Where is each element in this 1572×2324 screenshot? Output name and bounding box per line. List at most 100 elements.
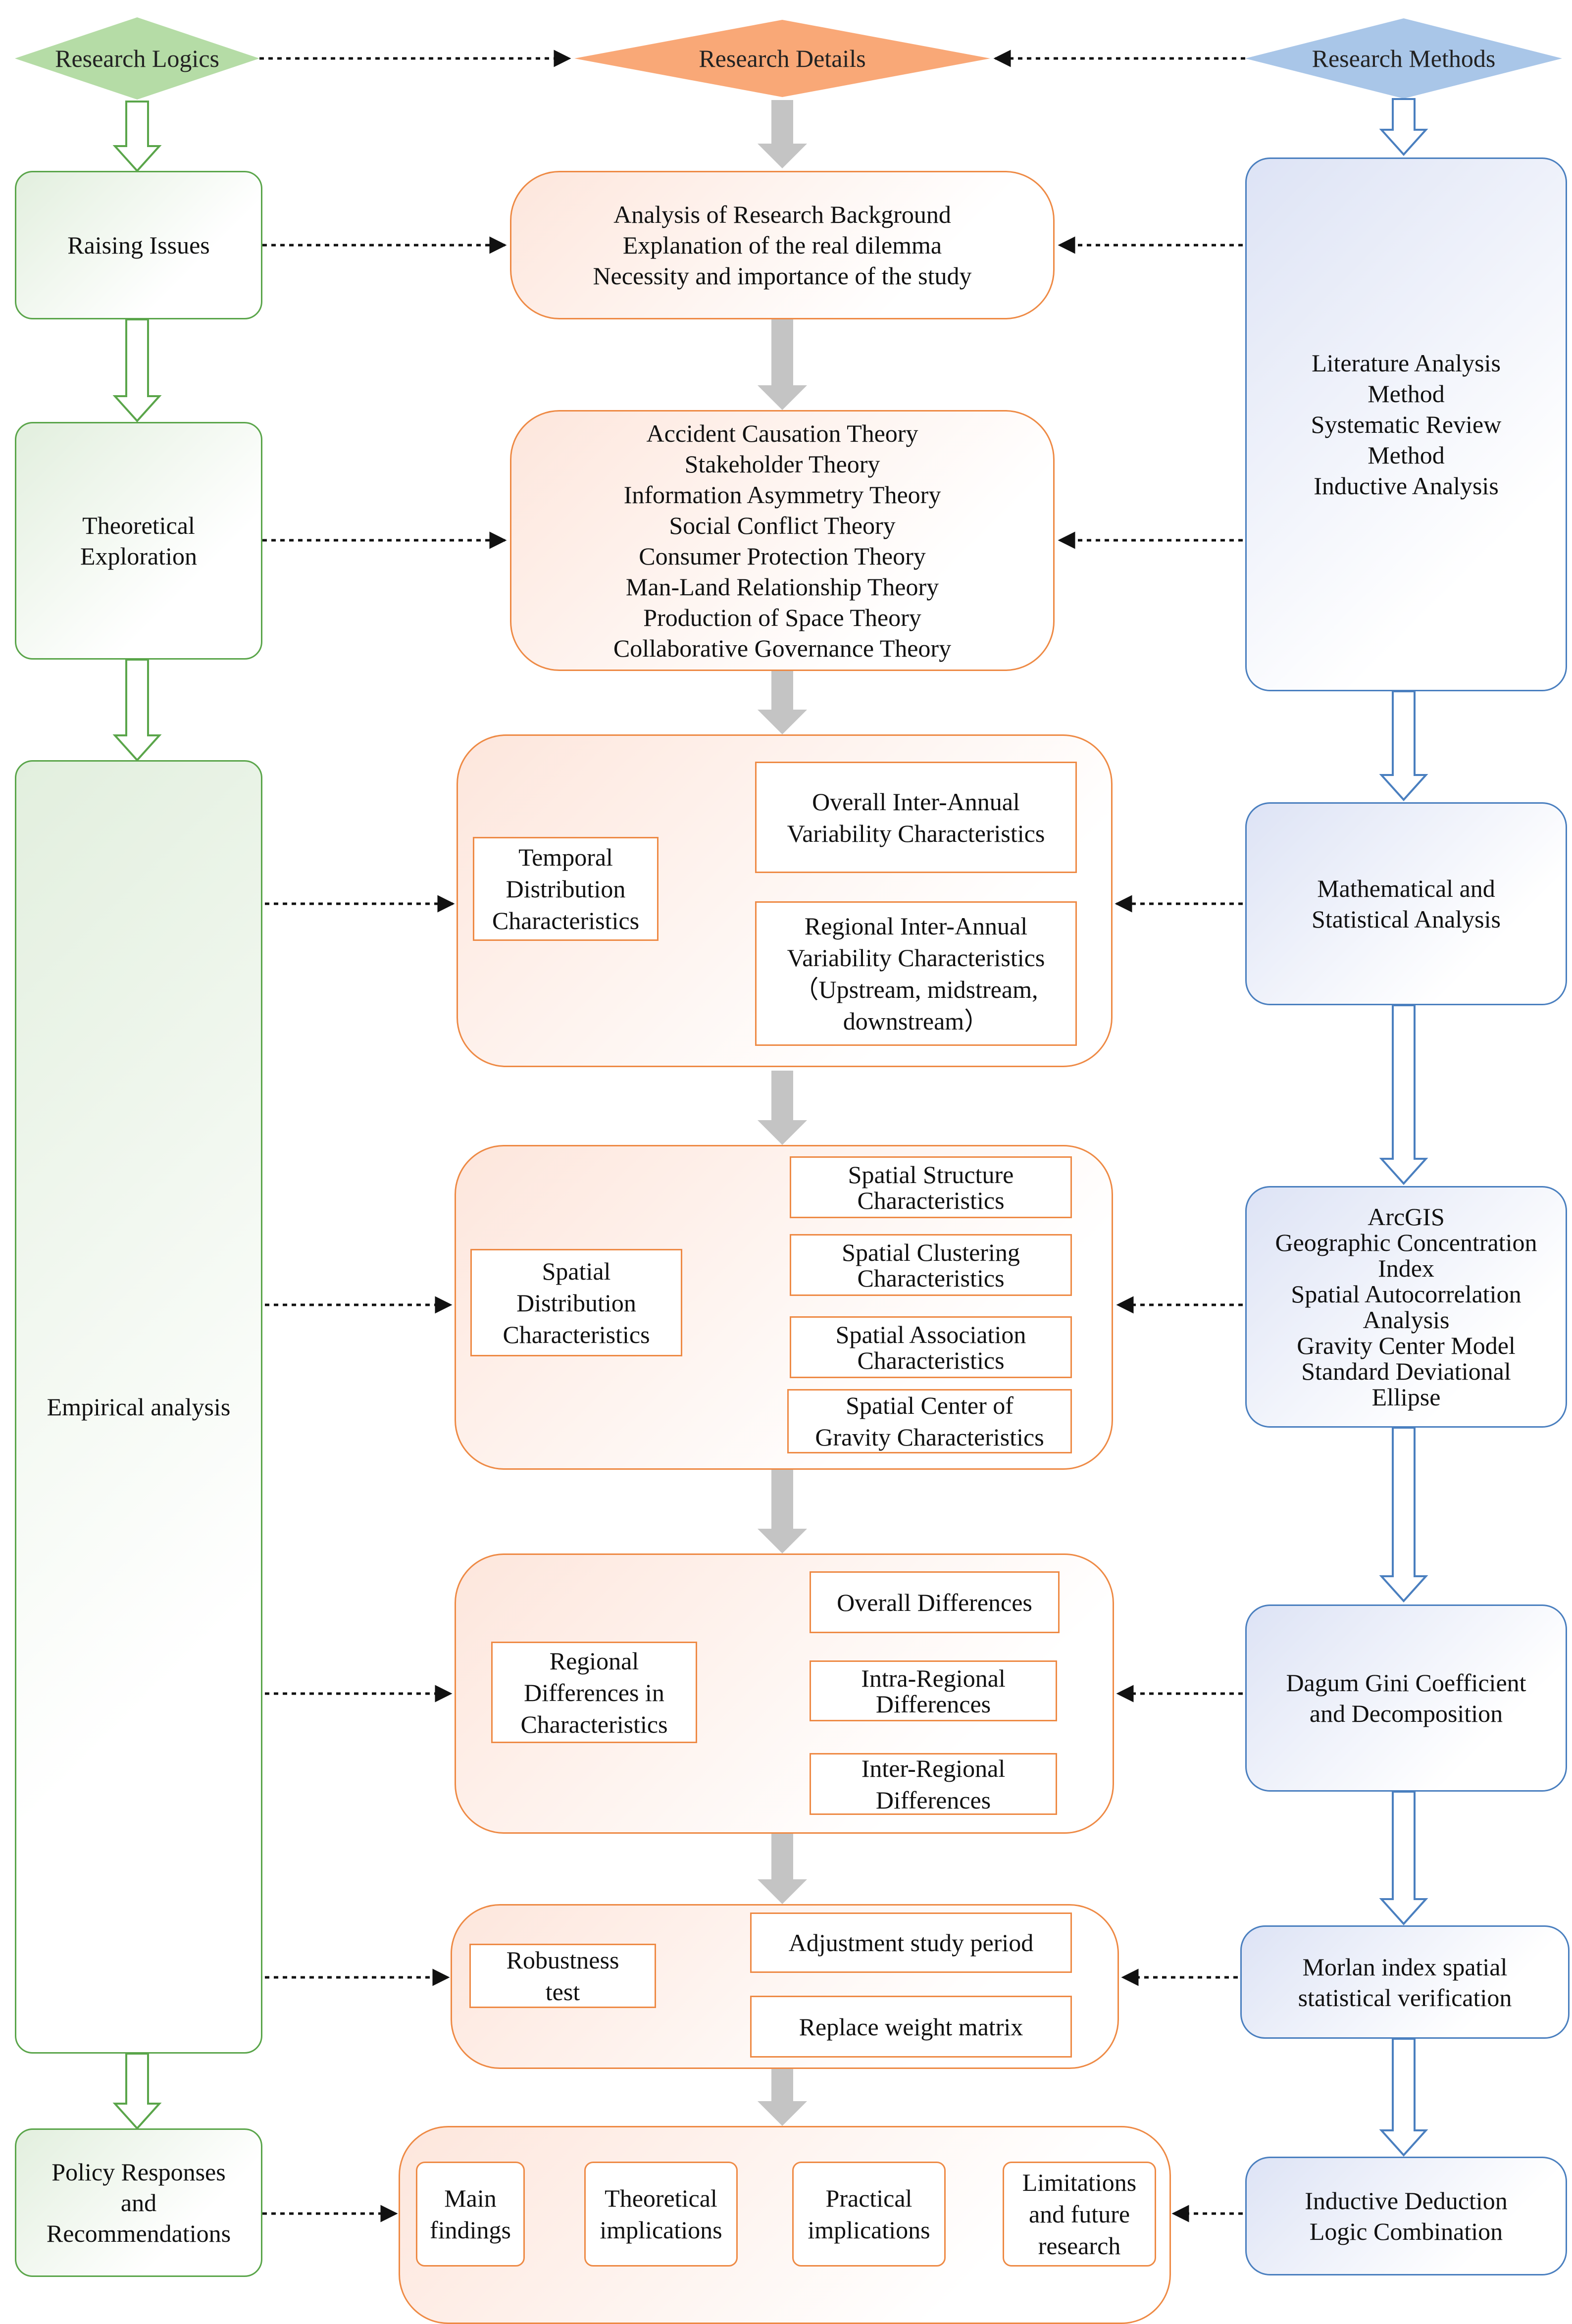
theory-item: Accident Causation Theory [646,419,918,447]
literature-method-line: Inductive Analysis [1314,472,1499,500]
theory-item: Man-Land Relationship Theory [625,572,939,601]
intra-regional-box: Intra-Regional Differences [810,1660,1057,1721]
regional-label-line: Characteristics [520,1710,668,1738]
blue-flow-arrow [1379,1427,1428,1602]
spatial-gravity-box: Spatial Center of Gravity Characteristic… [787,1389,1072,1453]
blue-flow-arrow [1379,1004,1428,1185]
theories-box: Accident Causation Theory Stakeholder Th… [510,410,1055,671]
robustness-test-box: Robustness test [469,1944,656,2008]
temporal-label-line: Temporal [518,843,613,871]
policy-responses-box: Policy Responses and Recommendations [15,2128,262,2277]
raising-issues-label: Raising Issues [67,231,210,259]
overall-differences-box: Overall Differences [810,1571,1060,1633]
logics-diamond [15,17,259,100]
arcgis-method-line: Spatial Autocorrelation [1291,1280,1521,1308]
spatial-clustering-line: Spatial Clustering [842,1238,1020,1266]
overall-inter-annual-line: Variability Characteristics [787,819,1045,847]
arcgis-method-line: Standard Deviational [1301,1357,1511,1385]
morlan-index-box: Morlan index spatial statistical verific… [1240,1925,1570,2039]
gray-flow-arrow [758,671,807,734]
green-flow-arrow [112,659,162,762]
literature-method-line: Method [1368,441,1445,469]
inductive-deduction-box: Inductive Deduction Logic Combination [1245,2157,1567,2275]
details-diamond [574,20,990,97]
research-background-box: Analysis of Research Background Explanat… [510,171,1055,319]
regional-inter-annual-line: Variability Characteristics [787,944,1045,972]
limitations-line: research [1038,2232,1121,2260]
theoretical-exploration-box: Theoretical Exploration [15,422,262,660]
literature-analysis-box: Literature Analysis Method Systematic Re… [1245,157,1567,691]
green-flow-arrow [112,101,162,172]
theoretical-implications-line: Theoretical [605,2184,717,2212]
robustness-label-line: test [545,1978,580,2006]
inductive-method-line: Logic Combination [1309,2218,1503,2245]
methods-diamond [1245,18,1562,99]
overall-differences-line: Overall Differences [837,1588,1032,1616]
temporal-distribution-box: Temporal Distribution Characteristics [473,837,659,941]
theory-item: Consumer Protection Theory [639,542,926,570]
green-flow-arrow [112,2053,162,2130]
spatial-structure-box: Spatial Structure Characteristics [790,1156,1072,1218]
background-line: Explanation of the real dilemma [622,231,942,259]
intra-regional-line: Differences [875,1690,991,1718]
blue-flow-arrow [1379,690,1428,801]
theoretical-implications-box: Theoretical implications [584,2162,738,2267]
inter-regional-box: Inter-Regional Differences [810,1753,1057,1815]
practical-implications-box: Practical implications [792,2162,946,2267]
spatial-gravity-line: Spatial Center of [846,1392,1014,1419]
theoretical-exploration-line: Theoretical [82,512,195,539]
overall-inter-annual-line: Overall Inter-Annual [812,787,1020,816]
math-method-line: Mathematical and [1317,875,1495,902]
raising-issues-box: Raising Issues [15,171,262,319]
replace-weight-line: Replace weight matrix [799,2013,1023,2041]
spatial-label-line: Characteristics [503,1320,650,1348]
main-findings-box: Main findings [416,2162,525,2267]
theory-item: Production of Space Theory [643,603,921,631]
regional-inter-annual-line: Regional Inter-Annual [804,912,1028,940]
inter-regional-line: Differences [875,1786,991,1814]
arcgis-method-line: Index [1378,1254,1434,1282]
spatial-clustering-box: Spatial Clustering Characteristics [790,1234,1072,1296]
green-flow-arrow [112,318,162,422]
research-logics-header: Research Logics [55,45,219,72]
dagum-method-line: Dagum Gini Coefficient [1286,1669,1526,1697]
robustness-label-line: Robustness [506,1946,619,1974]
main-findings-line: findings [430,2216,511,2244]
morlan-method-line: Morlan index spatial [1302,1953,1508,1981]
policy-line: and [120,2189,157,2217]
gray-flow-arrow [758,2069,807,2126]
gray-flow-arrow [758,100,807,168]
limitations-box: Limitations and future research [1003,2162,1156,2267]
regional-inter-annual-line: downstream） [843,1007,989,1035]
spatial-structure-line: Spatial Structure [848,1160,1014,1188]
spatial-label-line: Spatial [542,1257,611,1285]
theory-item: Social Conflict Theory [669,511,896,539]
regional-differences-box: Regional Differences in Characteristics [491,1642,697,1743]
limitations-line: and future [1028,2200,1130,2228]
overall-inter-annual-box: Overall Inter-Annual Variability Charact… [755,762,1077,873]
theory-item: Information Asymmetry Theory [623,480,941,509]
regional-inter-annual-line: （Upstream, midstream, [794,976,1038,1003]
math-method-line: Statistical Analysis [1312,905,1501,933]
adjustment-period-line: Adjustment study period [788,1929,1034,1957]
arcgis-method-line: Gravity Center Model [1297,1332,1516,1359]
temporal-label-line: Distribution [506,875,626,903]
research-details-header: Research Details [699,45,866,72]
intra-regional-line: Intra-Regional [861,1664,1006,1692]
gray-flow-arrow [758,1470,807,1553]
practical-implications-line: Practical [825,2184,913,2212]
regional-inter-annual-box: Regional Inter-Annual Variability Charac… [755,901,1077,1046]
gray-flow-arrow [758,1071,807,1145]
literature-method-line: Method [1368,380,1445,408]
theoretical-exploration-line: Exploration [80,542,198,570]
math-statistical-box: Mathematical and Statistical Analysis [1245,802,1567,1005]
morlan-method-line: statistical verification [1298,1983,1512,2012]
inter-regional-line: Inter-Regional [861,1754,1006,1782]
background-line: Analysis of Research Background [613,201,951,228]
literature-method-line: Literature Analysis [1312,349,1501,377]
dagum-method-line: and Decomposition [1309,1700,1503,1727]
blue-flow-arrow [1379,2038,1428,2157]
spatial-structure-line: Characteristics [857,1186,1005,1214]
empirical-analysis-label: Empirical analysis [47,1393,231,1421]
regional-label-line: Regional [549,1647,639,1675]
